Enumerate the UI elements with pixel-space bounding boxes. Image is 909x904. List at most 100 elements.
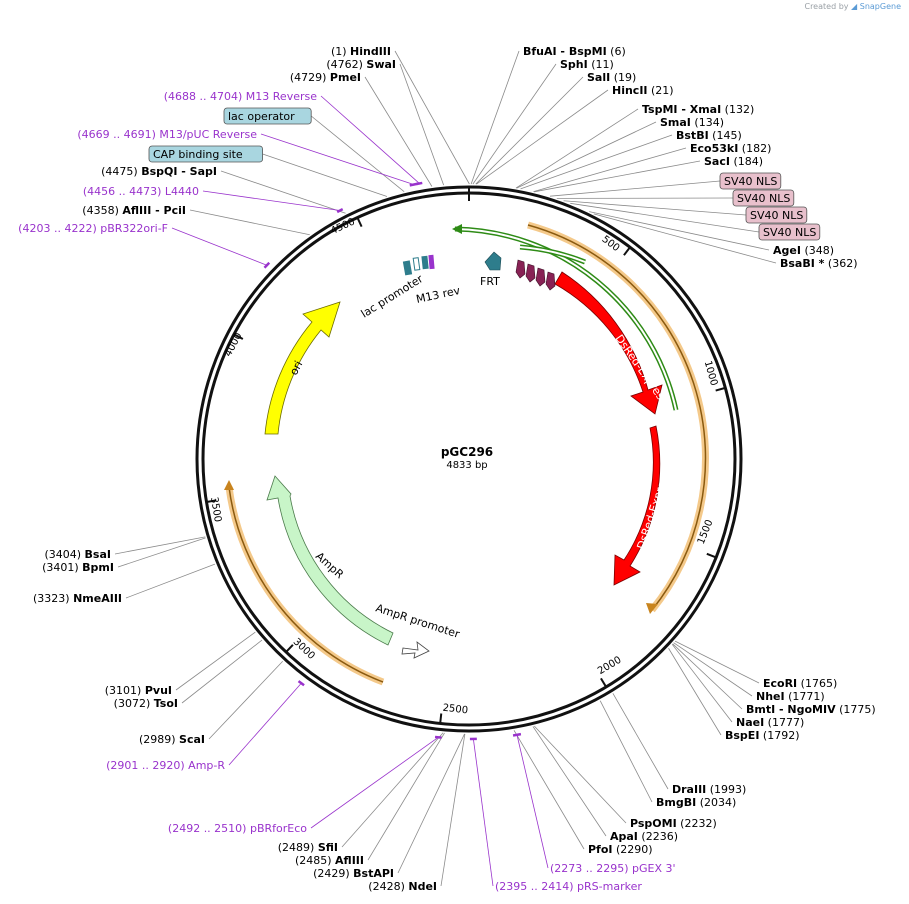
site-leader-line	[673, 642, 753, 697]
site-leader-line	[175, 631, 256, 691]
restriction-site-label: BmtI - NgoMIV (1775)	[746, 703, 876, 716]
site-leader-line	[117, 537, 206, 568]
site-leader-line	[671, 644, 733, 723]
site-leader-line	[589, 211, 770, 251]
restriction-site-label: (2428) NdeI	[368, 880, 437, 893]
restriction-site-label: PspOMI (2232)	[630, 817, 717, 830]
restriction-site-label: (3101) PvuI	[105, 684, 172, 697]
primer-binding-mark	[263, 261, 271, 269]
restriction-site-label: NheI (1771)	[756, 690, 825, 703]
primer-leader-line	[228, 682, 302, 766]
lac-promoter-feature	[402, 260, 413, 276]
primer-leader-line	[516, 734, 549, 869]
site-leader-line	[515, 108, 639, 189]
restriction-site-label: (4762) SwaI	[326, 58, 396, 71]
box-leader-line	[310, 115, 405, 193]
boxed-feature-label: SV40 NLS	[750, 209, 803, 222]
leader-lines	[114, 50, 777, 887]
primer-leader-line	[171, 227, 267, 266]
site-leader-line	[367, 732, 445, 861]
scale-tick	[233, 333, 244, 340]
scale-tick-label: 2500	[442, 703, 468, 717]
scale-tick-label: 2000	[596, 655, 623, 678]
boxed-feature-label: SV40 NLS	[737, 192, 790, 205]
restriction-site-label: DraIII (1993)	[672, 783, 746, 796]
restriction-site-label: SalI (19)	[587, 71, 636, 84]
credit-brand: SnapGene	[859, 2, 901, 11]
restriction-site-label: BfuAI - BspMI (6)	[523, 45, 626, 58]
restriction-site-label: TspMI - XmaI (132)	[642, 103, 754, 116]
restriction-site-label: (2489) SfiI	[278, 841, 338, 854]
green-span-outer-core	[454, 228, 677, 411]
orange-arc-left-arrowhead	[224, 480, 234, 490]
site-leader-line	[394, 50, 470, 185]
box-leader-line	[563, 200, 747, 216]
plasmid-name: pGC296	[441, 445, 493, 459]
restriction-site-label: (2429) BstAPI	[313, 867, 394, 880]
primer-labels: (4688 .. 4704) M13 Reverse(4669 .. 4691)…	[18, 90, 675, 893]
primer-leader-line	[260, 133, 414, 185]
site-leader-line	[593, 213, 777, 264]
boxed-feature-box	[745, 206, 808, 224]
scale-tick	[600, 677, 607, 688]
site-leader-line	[520, 134, 673, 190]
scale-tick	[706, 552, 717, 559]
primer-label: (4456 .. 4473) L4440	[83, 185, 199, 198]
scale-tick-label: 3500	[208, 496, 223, 523]
primer-label: (4203 .. 4222) pBR322ori-F	[18, 222, 168, 235]
scale-tick	[285, 644, 294, 653]
scale-tick	[623, 246, 631, 256]
restriction-site-label: HincII (21)	[612, 84, 674, 97]
restriction-site-label: (2989) ScaI	[139, 733, 205, 746]
site-leader-line	[181, 639, 263, 704]
restriction-site-label: PfoI (2290)	[588, 843, 653, 856]
restriction-site-label: (4358) AflIII - PciI	[82, 204, 186, 217]
restriction-site-label: (4729) PmeI	[290, 71, 361, 84]
boxed-feature-box	[758, 223, 821, 241]
site-leader-line	[532, 726, 607, 837]
primer-marks	[171, 95, 549, 887]
orange-arc-right-arrowhead	[646, 603, 658, 614]
green-span-inner-core	[519, 246, 586, 263]
ampr-promoter-arrow	[401, 641, 430, 659]
restriction-site-label: AgeI (348)	[773, 244, 834, 257]
primer-label: (2492 .. 2510) pBRforEco	[168, 822, 307, 835]
restriction-site-label: EcoRI (1765)	[763, 677, 837, 690]
boxed-feature-box	[719, 172, 782, 190]
frt-feature	[484, 251, 502, 271]
site-leader-line	[475, 76, 584, 185]
site-leader-line	[612, 693, 669, 790]
primer-binding-mark	[434, 735, 442, 739]
box-leader-line	[549, 180, 721, 197]
site-leader-line	[534, 160, 701, 193]
site-leader-line	[476, 89, 609, 185]
ori-arrow	[264, 301, 341, 435]
snapgene-credit: Created by ◢ SnapGene	[804, 2, 901, 11]
primer-label: (2273 .. 2295) pGEX 3'	[550, 862, 676, 875]
restriction-site-label: BspEI (1792)	[725, 729, 800, 742]
site-leader-line	[114, 536, 206, 555]
box-leader-line	[262, 153, 388, 197]
dsred-express-1	[554, 271, 663, 415]
site-leader-line	[472, 63, 557, 185]
site-leader-line	[534, 725, 627, 824]
site-leader-line	[208, 661, 283, 740]
scale-tick	[356, 217, 363, 228]
primer-binding-mark	[336, 208, 344, 214]
restriction-site-label: SacI (184)	[704, 155, 763, 168]
m13-rev-label: M13 rev	[415, 284, 462, 306]
restriction-site-label: BstBI (145)	[676, 129, 742, 142]
feature-layer	[224, 221, 709, 686]
boxed-feature-box	[732, 189, 795, 207]
site-leader-line	[674, 640, 760, 684]
restriction-site-label: SphI (11)	[560, 58, 614, 71]
primer-binding-mark	[512, 732, 522, 737]
primer-leader-line	[202, 190, 340, 211]
boxed-feature-label: lac operator	[228, 110, 295, 123]
site-leader-line	[513, 730, 585, 850]
restriction-site-label: NaeI (1777)	[736, 716, 804, 729]
snapgene-logo-icon: ◢	[851, 2, 858, 11]
ori-label: ori	[287, 359, 305, 378]
